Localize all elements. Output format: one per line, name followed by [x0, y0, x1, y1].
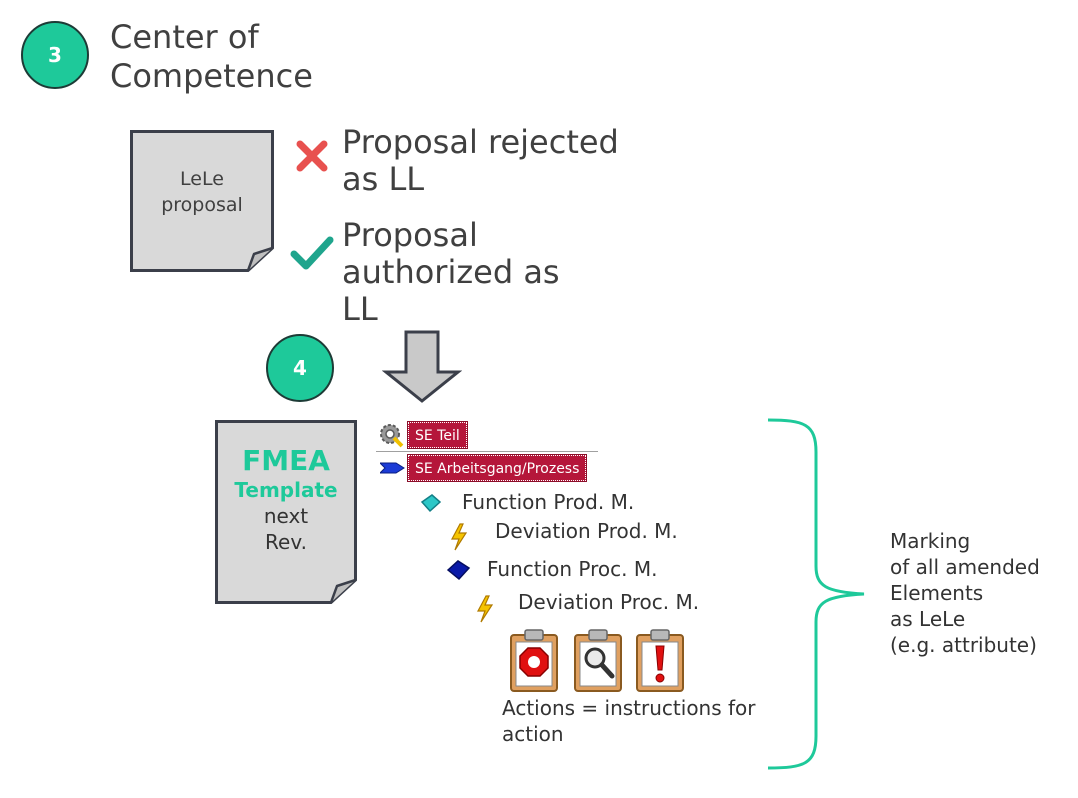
function-prod-item[interactable]: Function Prod. M.	[462, 490, 635, 514]
rejected-line1: Proposal rejected	[342, 123, 619, 161]
function-proc-item[interactable]: Function Proc. M.	[487, 557, 658, 581]
fmea-doc-line4: Rev.	[265, 530, 307, 554]
actions-line1: Actions = instructions for	[502, 696, 756, 720]
deviation-prod-item[interactable]: Deviation Prod. M.	[495, 519, 678, 543]
fmea-doc-title: FMEA	[242, 444, 330, 477]
lightning-icon	[474, 594, 496, 624]
authorized-line3: LL	[342, 290, 378, 328]
proposal-doc-line1: LeLe	[180, 168, 224, 190]
function-proc-icon	[444, 558, 472, 582]
process-arrow-icon	[378, 460, 406, 476]
function-prod-icon	[418, 492, 442, 514]
proposal-doc-line2: proposal	[161, 194, 243, 216]
rejected-line2: as LL	[342, 160, 425, 198]
step-4-badge: 4	[266, 334, 334, 402]
actions-line2: action	[502, 722, 564, 746]
se-arbeitsgang-label[interactable]: SE Arbeitsgang/Prozess	[406, 454, 588, 482]
down-arrow-icon	[381, 330, 463, 404]
actions-text: Actions = instructions for action	[502, 695, 756, 747]
magnifier-action-icon	[572, 628, 624, 694]
fmea-doc-subtitle: Template	[234, 478, 338, 502]
fmea-template-document: FMEA Template next Rev.	[215, 420, 357, 604]
lightning-icon	[448, 522, 470, 552]
marking-line2: of all amended	[890, 555, 1040, 579]
marking-line3: Elements	[890, 581, 984, 605]
marking-text: Marking of all amended Elements as LeLe …	[890, 528, 1040, 658]
warning-action-icon	[634, 628, 686, 694]
deviation-proc-item[interactable]: Deviation Proc. M.	[518, 590, 700, 614]
authorized-text: Proposal authorized as LL	[342, 217, 560, 328]
step-3-badge: 3	[21, 21, 89, 89]
step-4-number: 4	[293, 356, 307, 380]
se-teil-label[interactable]: SE Teil	[407, 421, 468, 449]
fmea-doc-line3: next	[263, 504, 309, 528]
gear-icon	[378, 422, 404, 448]
stop-action-icon	[508, 628, 560, 694]
document-shape	[215, 420, 357, 604]
checkmark-icon	[288, 232, 336, 274]
tree-divider	[376, 451, 598, 452]
marking-line1: Marking	[890, 529, 971, 553]
authorized-line1: Proposal	[342, 216, 478, 254]
lele-proposal-document: LeLe proposal	[130, 130, 274, 272]
step-3-number: 3	[48, 43, 62, 67]
right-brace	[764, 416, 868, 772]
cross-icon	[294, 138, 330, 174]
marking-line5: (e.g. attribute)	[890, 633, 1037, 657]
rejected-text: Proposal rejected as LL	[342, 124, 619, 198]
authorized-line2: authorized as	[342, 253, 560, 291]
document-shape	[130, 130, 274, 272]
step-3-title: Center of Competence	[110, 18, 313, 96]
step-3-title-line2: Competence	[110, 57, 313, 95]
marking-line4: as LeLe	[890, 607, 966, 631]
step-3-title-line1: Center of	[110, 18, 259, 56]
